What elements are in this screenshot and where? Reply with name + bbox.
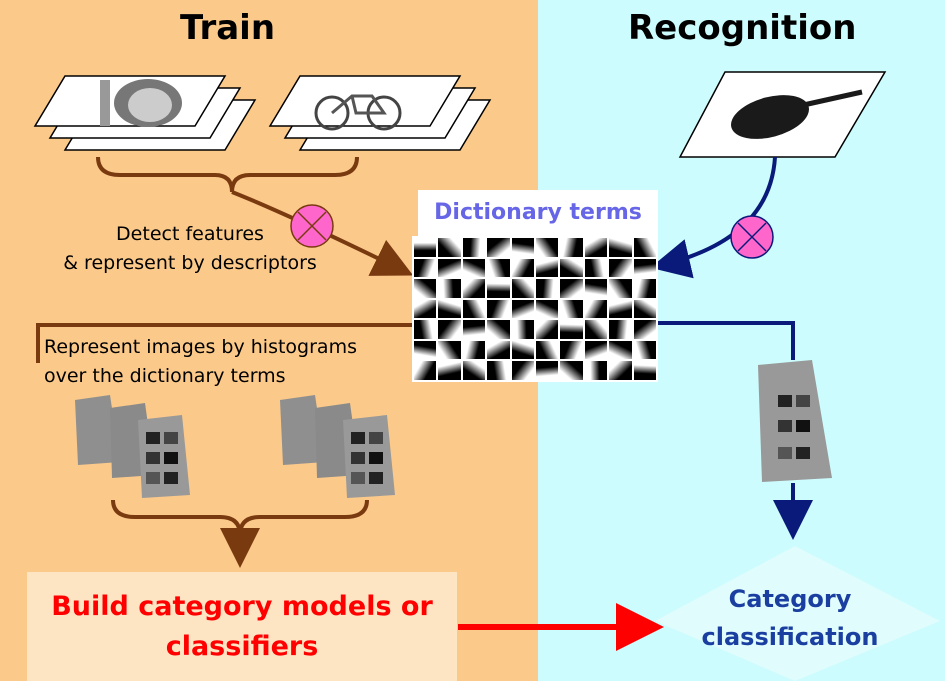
dictionary-patch (560, 340, 583, 360)
build-line-1: Build category models or (51, 591, 433, 622)
dictionary-patch (511, 279, 534, 298)
dictionary-patch (633, 299, 656, 319)
multiply-circle-icon (730, 215, 774, 259)
detect-features-label: Detect features & represent by descripto… (40, 220, 340, 278)
dictionary-patch (462, 320, 486, 339)
detect-line-1: Detect features (116, 223, 264, 245)
dictionary-patch (414, 320, 437, 339)
dictionary-patch (633, 361, 656, 380)
dictionary-patch (487, 279, 510, 298)
classification-line-2: classification (701, 623, 879, 651)
dictionary-patch (560, 299, 583, 319)
classification-line-1: Category (728, 585, 852, 613)
violin-image (678, 71, 887, 158)
build-classifiers-box: Build category models or classifiers (27, 572, 457, 681)
dictionary-patch (584, 258, 608, 278)
dictionary-patch (584, 238, 608, 257)
dictionary-patch (633, 320, 656, 339)
histogram-line-2: over the dictionary terms (44, 365, 286, 387)
dictionary-patch (511, 361, 534, 380)
dictionary-patch (609, 320, 632, 339)
dictionary-patch (462, 279, 486, 298)
dictionary-patch (535, 340, 559, 360)
dictionary-patch (462, 238, 486, 257)
dictionary-patch (511, 238, 534, 257)
paper-bag-icon (758, 360, 832, 482)
dictionary-patch (487, 361, 510, 380)
dictionary-patch (511, 340, 534, 360)
dictionary-patch (438, 279, 461, 298)
dictionary-patch (560, 238, 583, 257)
dictionary-patch (487, 320, 510, 339)
dictionary-patch (609, 299, 632, 319)
dictionary-grid (412, 236, 658, 382)
dictionary-patch (633, 279, 656, 298)
dictionary-patch (609, 279, 632, 298)
dictionary-patch (609, 361, 632, 380)
recognition-title: Recognition (628, 8, 857, 48)
dictionary-patch (438, 238, 461, 257)
dictionary-title: Dictionary terms (418, 190, 658, 236)
dictionary-patch (584, 361, 608, 380)
dictionary-patch (560, 279, 583, 298)
dictionary-patch (438, 361, 461, 380)
train-title: Train (180, 8, 276, 48)
dictionary-patch (633, 238, 656, 257)
dictionary-patch (487, 238, 510, 257)
dictionary-patch (438, 340, 461, 360)
classification-diamond (655, 546, 940, 681)
dictionary-patch (462, 340, 486, 360)
histogram-line-1: Represent images by histograms (44, 336, 357, 358)
dictionary-patch (584, 340, 608, 360)
dictionary-patch (609, 238, 632, 257)
category-classification-label: Category classification (690, 580, 890, 656)
paper-bag-icon (75, 395, 190, 498)
dictionary-patch (535, 320, 559, 339)
dictionary-patch (462, 299, 486, 319)
dictionary-patch (535, 258, 559, 278)
dictionary-patch (560, 258, 583, 278)
dictionary-patch (414, 361, 437, 380)
dictionary-patch (414, 279, 437, 298)
dictionary-patch (633, 340, 656, 360)
dictionary-patch (511, 258, 534, 278)
dictionary-patch (414, 340, 437, 360)
image-stack-face (33, 75, 257, 151)
dictionary-patch (487, 258, 510, 278)
dictionary-patch (414, 238, 437, 257)
dictionary-patch (584, 279, 608, 298)
dictionary-patch (511, 320, 534, 339)
dictionary-patch (584, 320, 608, 339)
multiply-circle-icon (290, 204, 334, 248)
dictionary-patch (487, 340, 510, 360)
dictionary-patch (462, 361, 486, 380)
dictionary-patch (609, 340, 632, 360)
dictionary-patch (584, 299, 608, 319)
paper-bag-icon (280, 395, 395, 498)
dictionary-patch (438, 258, 461, 278)
dictionary-patch (560, 361, 583, 380)
dictionary-patch (535, 238, 559, 257)
dictionary-patch (487, 299, 510, 319)
dictionary-patch (511, 299, 534, 319)
dictionary-patch (633, 258, 656, 278)
dictionary-patch (414, 258, 437, 278)
build-line-2: classifiers (165, 631, 319, 662)
dictionary-patch (438, 320, 461, 339)
dictionary-patch (414, 299, 437, 319)
dictionary-patch (535, 299, 559, 319)
dictionary-patch (535, 279, 559, 298)
dictionary-patch (462, 258, 486, 278)
dictionary-patch (438, 299, 461, 319)
dictionary-patch (535, 361, 559, 380)
histogram-label: Represent images by histograms over the … (44, 333, 357, 391)
dictionary-patch (560, 320, 583, 339)
detect-line-2: & represent by descriptors (63, 252, 317, 274)
dictionary-patch (609, 258, 632, 278)
image-stack-bicycle (268, 75, 492, 151)
